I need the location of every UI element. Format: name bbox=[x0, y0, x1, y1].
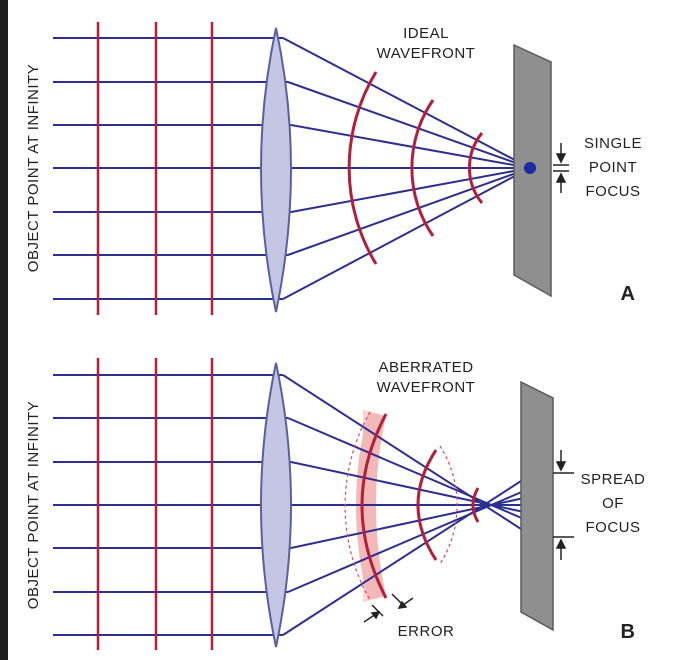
panel-a-focus-dot bbox=[524, 162, 536, 174]
panel-b-focus-label-2: OF bbox=[602, 495, 624, 512]
panel-b: OBJECT POINT AT INFINITY bbox=[25, 358, 645, 650]
panel-a-letter: A bbox=[621, 283, 636, 305]
panel-a-focus-marker bbox=[553, 143, 569, 193]
converging-ray bbox=[287, 167, 531, 256]
converging-ray bbox=[290, 461, 539, 516]
panel-b-aberrated-wavefronts bbox=[360, 413, 480, 599]
ideal-wavefront bbox=[468, 132, 484, 204]
panel-b-converging-rays bbox=[282, 374, 539, 636]
converging-ray bbox=[287, 484, 539, 593]
panel-b-incoming-rays bbox=[53, 374, 293, 636]
panel-a-plane-wavefronts bbox=[96, 22, 214, 315]
panel-a-converging-rays bbox=[282, 37, 531, 300]
panel-b-lens bbox=[260, 362, 292, 648]
panel-a-focus-label-1: SINGLE bbox=[584, 135, 642, 152]
panel-b-screen bbox=[520, 380, 554, 632]
panel-a-side-label: OBJECT POINT AT INFINITY bbox=[25, 64, 42, 272]
panel-b-focus-marker bbox=[553, 450, 574, 560]
converging-ray bbox=[290, 167, 531, 213]
converging-ray bbox=[282, 469, 539, 636]
panel-b-error-marker bbox=[363, 593, 414, 623]
panel-b-side-label: OBJECT POINT AT INFINITY bbox=[25, 401, 42, 609]
converging-ray bbox=[290, 494, 539, 549]
panel-a-lens bbox=[260, 27, 292, 313]
ideal-wavefront bbox=[410, 99, 435, 237]
panel-a-ideal-wavefronts bbox=[347, 71, 484, 265]
panel-a-incoming-rays bbox=[53, 37, 293, 300]
converging-ray bbox=[282, 37, 531, 169]
panel-b-error-label: ERROR bbox=[398, 623, 455, 640]
converging-ray bbox=[282, 374, 539, 541]
aberrated-wavefront bbox=[360, 413, 388, 599]
panel-b-plane-wavefronts bbox=[96, 358, 214, 650]
panel-a-wavefront-label-1: IDEAL bbox=[403, 25, 449, 42]
panel-b-wavefront-label-2: WAVEFRONT bbox=[377, 379, 476, 396]
panel-a-focus-label-2: POINT bbox=[589, 159, 637, 176]
converging-ray bbox=[282, 167, 531, 300]
converging-ray bbox=[287, 417, 539, 526]
panel-b-focus-label-3: FOCUS bbox=[586, 519, 641, 536]
ideal-wavefront bbox=[347, 71, 378, 265]
panel-a: OBJECT POINT AT INFINITY bbox=[25, 22, 642, 315]
optics-diagram: OBJECT POINT AT INFINITY bbox=[8, 0, 696, 660]
panel-a-wavefront-label-2: WAVEFRONT bbox=[377, 45, 476, 62]
panel-b-focus-label-1: SPREAD bbox=[581, 471, 646, 488]
converging-ray bbox=[287, 81, 531, 169]
panel-a-focus-label-3: FOCUS bbox=[586, 183, 641, 200]
panel-b-ideal-reference-dashes bbox=[344, 411, 458, 601]
panel-b-letter: B bbox=[621, 621, 636, 643]
aberrated-wavefront bbox=[416, 449, 438, 561]
aberrated-wavefront bbox=[471, 487, 480, 523]
panel-b-wavefront-label-1: ABERRATED bbox=[378, 359, 473, 376]
diagram-canvas: OBJECT POINT AT INFINITY bbox=[25, 22, 645, 650]
converging-ray bbox=[290, 124, 531, 169]
